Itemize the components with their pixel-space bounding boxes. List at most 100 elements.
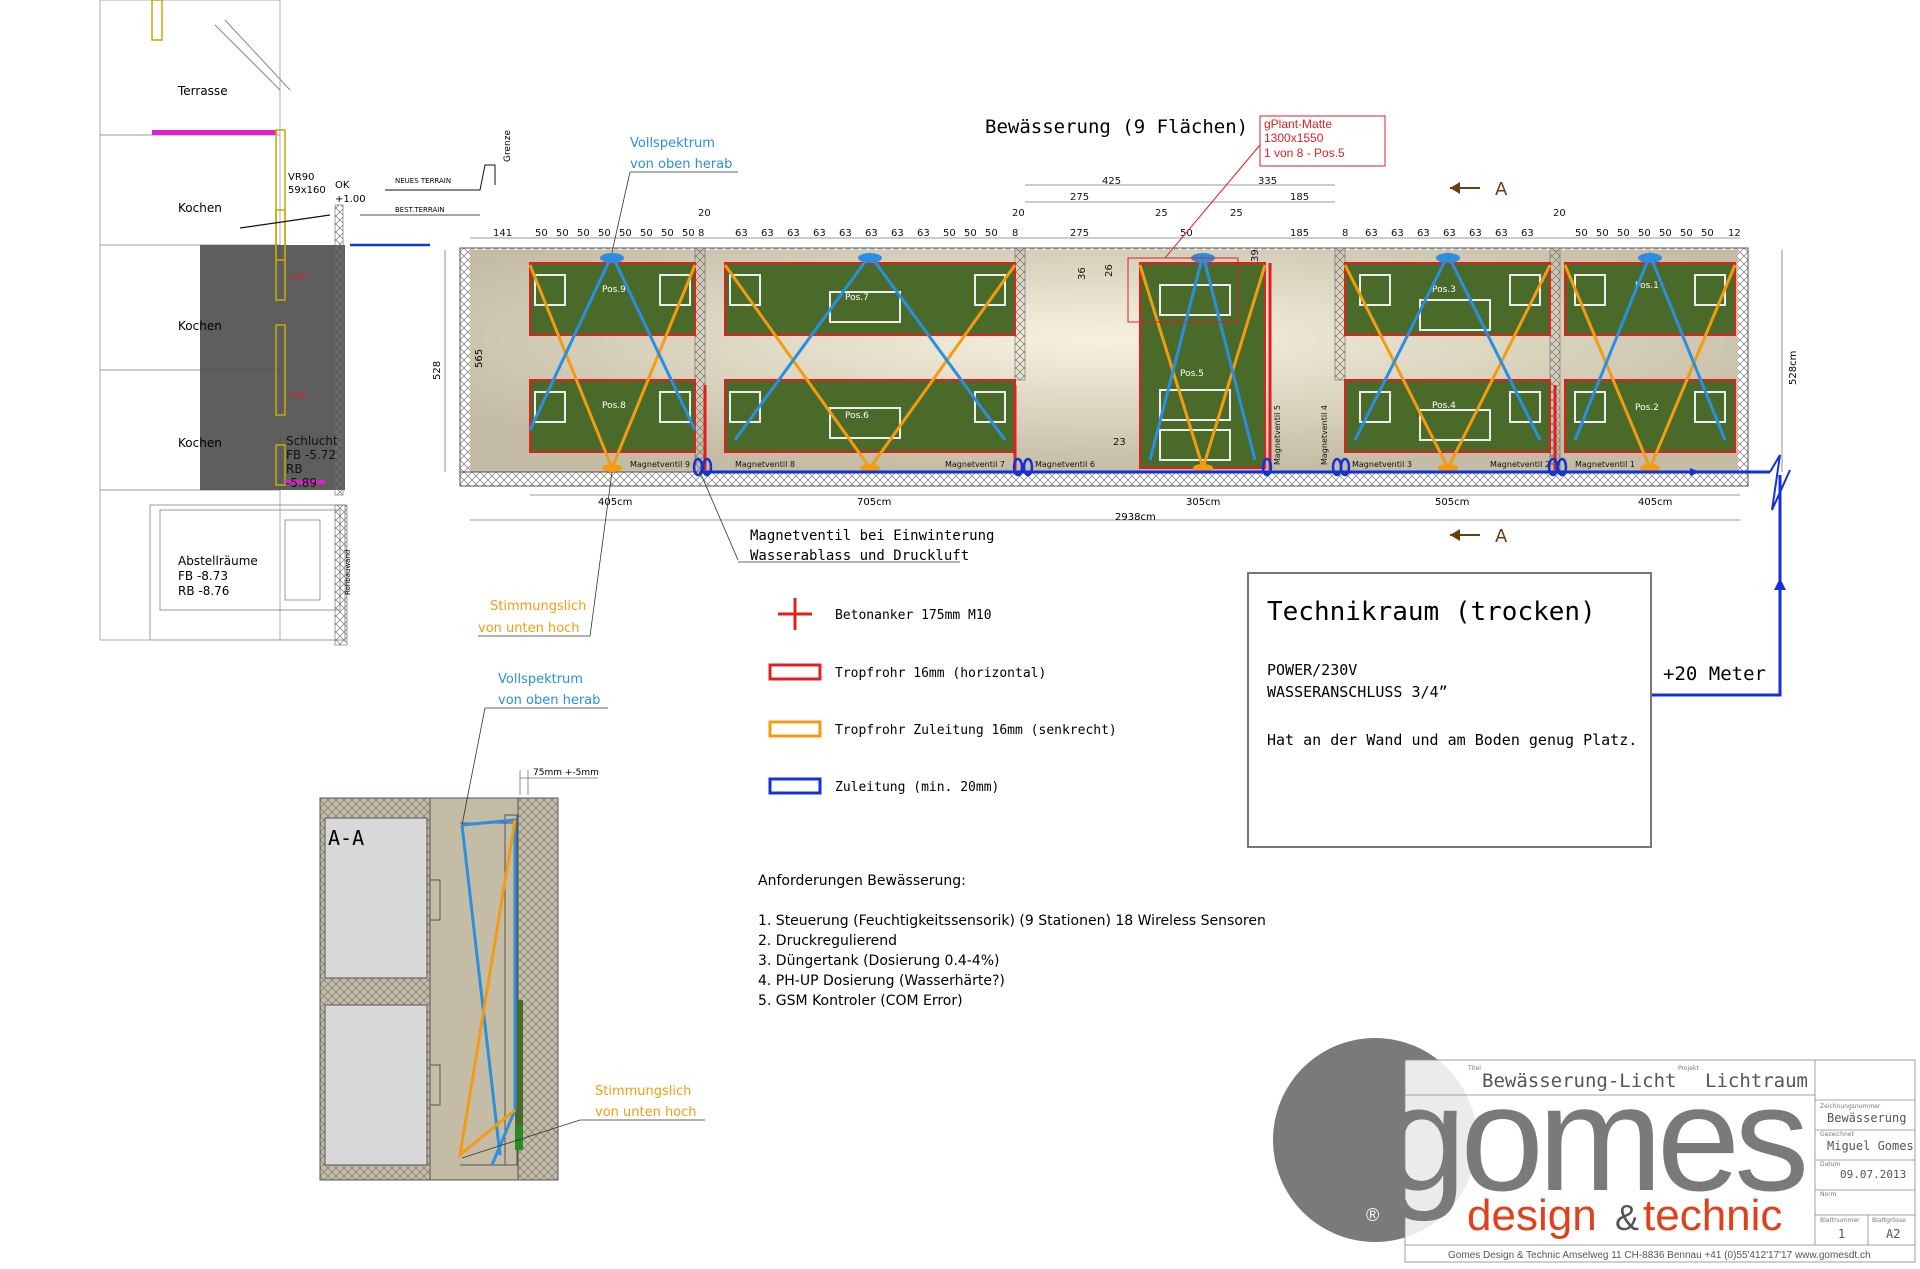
section-vollspektrum-1: Vollspektrum xyxy=(498,672,583,687)
dim-63-e: 63 xyxy=(839,228,852,239)
dim-50-a: 50 xyxy=(535,228,548,239)
valve-2-label: Magnetventil 2 xyxy=(1490,460,1550,469)
label-rb-value: -5.89 xyxy=(286,476,317,490)
dim-50-c: 50 xyxy=(577,228,590,239)
callout-matte xyxy=(1259,115,1386,167)
dim-20-c: 20 xyxy=(1553,208,1566,219)
dim-50-g: 50 xyxy=(661,228,674,239)
title-block: Titel Bewässerung-Licht Projekt Lichtrau… xyxy=(1273,1038,1916,1263)
legend-tropfrohr-s: Tropfrohr Zuleitung 16mm (senkrecht) xyxy=(835,723,1117,738)
panel-pos2: Pos.2 xyxy=(1564,379,1736,453)
label-kochen-1: Kochen xyxy=(178,201,222,215)
uplights xyxy=(602,464,1660,472)
requirement-2: 2. Druckregulierend xyxy=(758,933,897,949)
dim-185-upper: 185 xyxy=(1290,192,1309,203)
dim-275-upper: 275 xyxy=(1070,192,1089,203)
valve-8-label: Magnetventil 8 xyxy=(735,460,795,469)
panel-pos3: Pos.3 xyxy=(1344,262,1551,336)
dim-12: 12 xyxy=(1728,228,1741,239)
requirement-4: 4. PH-UP Dosierung (Wasserhärte?) xyxy=(758,973,1005,989)
dim-63-o: 63 xyxy=(1521,228,1534,239)
dim-50-l: 50 xyxy=(1180,228,1193,239)
pos9-label: Pos.9 xyxy=(602,285,626,295)
dim-8-b: 8 xyxy=(1012,228,1018,239)
valve-1-label: Magnetventil 1 xyxy=(1575,460,1635,469)
legend-zuleitung: Zuleitung (min. 20mm) xyxy=(835,780,999,795)
valve-6-label: Magnetventil 6 xyxy=(1035,460,1095,469)
dim-425: 425 xyxy=(1102,176,1121,187)
logo-technic: technic xyxy=(1643,1191,1782,1240)
dim-23: 23 xyxy=(1113,437,1126,448)
datum-label: Datum xyxy=(1820,1161,1840,1168)
requirement-3: 3. Düngertank (Dosierung 0.4-4%) xyxy=(758,953,1000,969)
valve-5-label: Magnetventil 5 xyxy=(1273,405,1282,465)
valve-9-label: Magnetventil 9 xyxy=(630,460,690,469)
label-best-terrain: BEST.TERRAIN xyxy=(395,206,445,214)
dim-63-k: 63 xyxy=(1417,228,1430,239)
requirements-heading: Anforderungen Bewässerung: xyxy=(758,873,966,889)
label-abstell: Abstellräume xyxy=(178,554,258,568)
dim-39: 39 xyxy=(1250,249,1261,262)
section-aa-label: A-A xyxy=(328,826,364,850)
logo-design: design xyxy=(1467,1191,1597,1240)
panel-pos9: Pos.9 xyxy=(529,262,696,336)
dim-50-b: 50 xyxy=(556,228,569,239)
callout-matte-line1: gPlant-Matte xyxy=(1264,117,1332,131)
label-kochen-3: Kochen xyxy=(178,436,222,450)
dim-63-c: 63 xyxy=(787,228,800,239)
dim-185-lower: 185 xyxy=(1290,228,1309,239)
dim-63-g: 63 xyxy=(891,228,904,239)
dim-63-j: 63 xyxy=(1391,228,1404,239)
dim-height-565: 565 xyxy=(474,349,485,368)
label-ok: OK xyxy=(335,180,350,191)
section-stimmung-2: von unten hoch xyxy=(595,1105,697,1120)
label-lst-1: LSt. xyxy=(290,272,309,283)
dim-63-h: 63 xyxy=(917,228,930,239)
label-terrasse: Terrasse xyxy=(177,84,228,98)
groesse-label: Blattgrösse xyxy=(1872,1217,1906,1224)
dim-63-i: 63 xyxy=(1365,228,1378,239)
label-grenze: Grenze xyxy=(503,130,513,162)
label-fb: FB -5.72 xyxy=(286,448,336,462)
panel-pos5: Pos.5 xyxy=(1139,262,1266,469)
label-neues-terrain: NEUES TERRAIN xyxy=(395,177,451,185)
dim-50-m: 50 xyxy=(1575,228,1588,239)
dim-total: 2938cm xyxy=(1115,512,1156,523)
plan-title: Bewässerung (9 Flächen) xyxy=(985,116,1248,138)
light-fixtures xyxy=(600,253,1662,263)
zeichnung-value: Bewässerung xyxy=(1827,1111,1906,1125)
dim-36: 36 xyxy=(1077,267,1088,280)
dim-50-j: 50 xyxy=(964,228,977,239)
requirement-1: 1. Steuerung (Feuchtigkeitssensorik) (9 … xyxy=(758,913,1266,929)
dim-50-k: 50 xyxy=(985,228,998,239)
legend-tropfrohr-h: Tropfrohr 16mm (horizontal) xyxy=(835,666,1046,681)
logo-wordmark: gomes xyxy=(1383,1054,1804,1222)
magnet-note-2: Wasserablass und Druckluft xyxy=(750,548,969,564)
dim-63-f: 63 xyxy=(865,228,878,239)
pos2-label: Pos.2 xyxy=(1635,403,1659,413)
blatt-label: Blattnummer xyxy=(1820,1217,1860,1224)
section-stimmung-1: Stimmungslich xyxy=(595,1084,691,1099)
technikraum-platz: Hat an der Wand und am Boden genug Platz… xyxy=(1267,731,1637,749)
panel-pos8: Pos.8 xyxy=(529,379,696,453)
dim-height-528-left: 528 xyxy=(432,361,443,380)
titel-value: Bewässerung-Licht xyxy=(1482,1070,1676,1092)
dim-20-b: 20 xyxy=(1012,208,1025,219)
dim-50-r: 50 xyxy=(1680,228,1693,239)
label-ok-value: +1.00 xyxy=(335,194,366,205)
gezeichnet-value: Miguel Gomes xyxy=(1827,1139,1914,1153)
section-marker-top: A xyxy=(1495,179,1508,200)
projekt-label: Projekt xyxy=(1678,1065,1699,1072)
titel-label: Titel xyxy=(1467,1065,1481,1072)
dim-50-n: 50 xyxy=(1596,228,1609,239)
label-abstell-rb: RB -8.76 xyxy=(178,584,229,598)
logo-registered: ® xyxy=(1366,1205,1379,1225)
callout-matte-line3: 1 von 8 - Pos.5 xyxy=(1264,146,1345,160)
panel-pos6: Pos.6 xyxy=(724,379,1016,453)
vollspektrum-top-2: von oben herab xyxy=(630,157,732,172)
stimmung-plan-1: Stimmungslich xyxy=(490,599,586,614)
panel-pos4: Pos.4 xyxy=(1344,379,1551,453)
zeichnung-label: Zeichnungsnummer xyxy=(1820,1103,1881,1110)
label-rohbau: Rohbauwand xyxy=(344,550,352,595)
